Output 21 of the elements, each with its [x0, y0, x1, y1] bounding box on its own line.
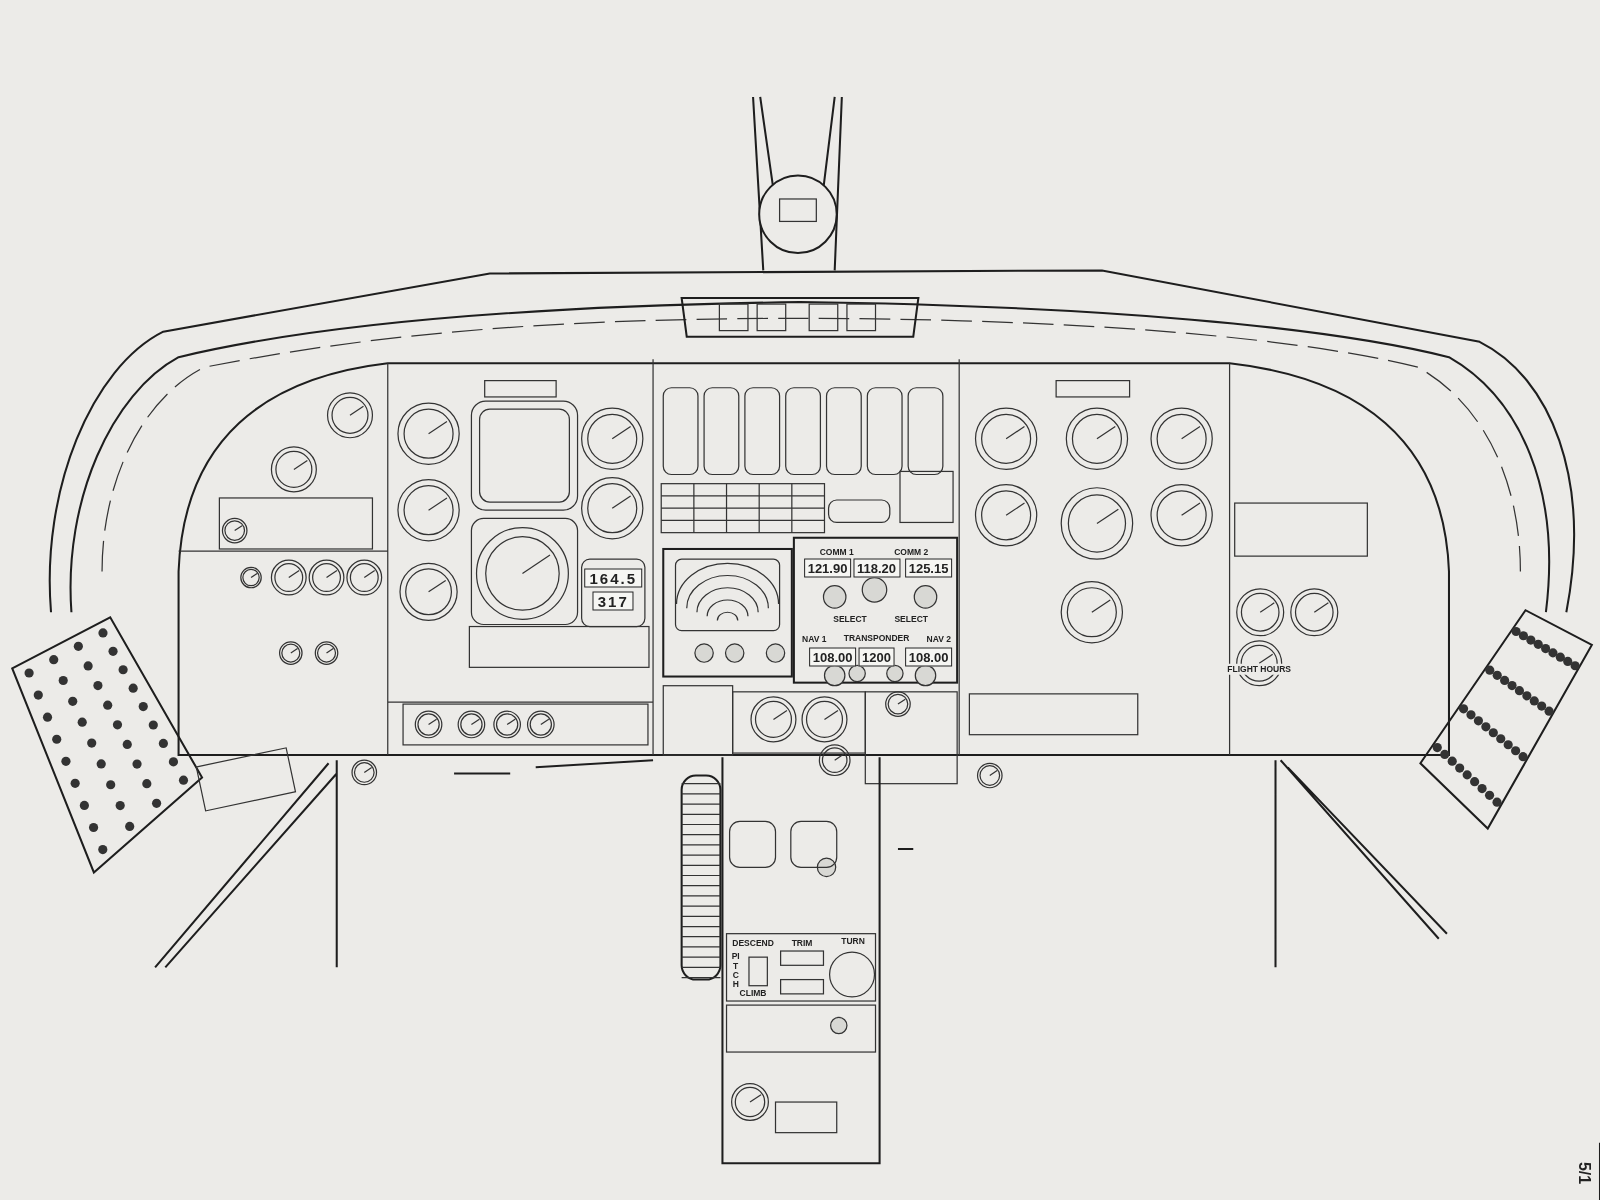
panel-label: NAV 1 [801, 633, 828, 644]
frequency-readout: 108.00 [904, 647, 953, 667]
panel-label: SELECT [832, 614, 868, 625]
panel-label: SELECT [893, 614, 929, 625]
page-number: 5/1 [1575, 1162, 1592, 1185]
panel-label: DESCEND [731, 937, 775, 949]
panel-label: COMM 1 [818, 546, 855, 558]
panel-label: TRIM [790, 937, 814, 949]
gauge-label: FLIGHT HOURS [1226, 664, 1293, 675]
digital-readout: 164.5 [584, 568, 642, 588]
panel-label: COMM 2 [893, 546, 930, 558]
transponder-readout: 1200 [858, 647, 895, 667]
panel-label: NAV 2 [925, 633, 952, 644]
panel-label: TURN [840, 935, 866, 947]
digital-readout: 317 [592, 591, 634, 611]
frequency-readout: 121.90 [803, 558, 852, 578]
panel-label: TRANSPONDER [842, 632, 911, 643]
frequency-readout: 125.15 [904, 558, 953, 578]
frequency-readout: 118.20 [853, 558, 901, 578]
frequency-readout: 108.00 [808, 647, 857, 667]
panel-label: CLIMB [738, 987, 768, 999]
